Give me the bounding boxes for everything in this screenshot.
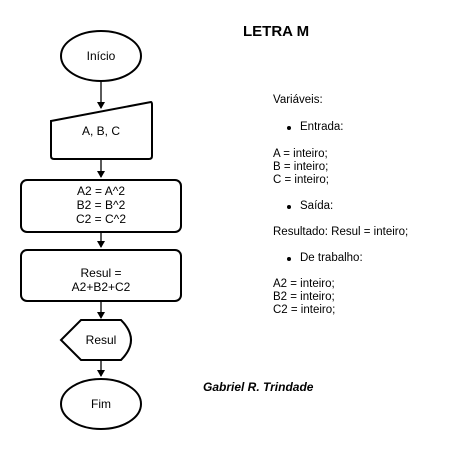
entrada-item: B = inteiro; bbox=[273, 161, 329, 173]
process-sum-line1: Resul = bbox=[80, 266, 121, 280]
end-label: Fim bbox=[91, 397, 111, 411]
process-squares-box bbox=[20, 179, 182, 233]
start-terminator bbox=[60, 30, 142, 82]
process-line-a2: A2 = A^2 bbox=[77, 184, 125, 198]
entrada-item: C = inteiro; bbox=[273, 174, 329, 186]
trabalho-item: A2 = inteiro; bbox=[273, 278, 335, 290]
input-label: A, B, C bbox=[82, 124, 120, 138]
start-label: Início bbox=[87, 49, 116, 63]
entrada-item: A = inteiro; bbox=[273, 148, 328, 160]
end-terminator bbox=[60, 378, 142, 430]
trabalho-bullet: De trabalho: bbox=[273, 252, 408, 265]
process-line-b2: B2 = B^2 bbox=[77, 198, 126, 212]
entrada-bullet: Entrada: bbox=[273, 121, 408, 134]
output-label: Resul bbox=[86, 333, 117, 347]
page-title: LETRA M bbox=[243, 23, 310, 40]
variables-notes: Variáveis: Entrada: A = inteiro; B = int… bbox=[273, 94, 408, 317]
saida-bullet: Saída: bbox=[273, 200, 408, 213]
process-sum-box bbox=[20, 249, 182, 302]
saida-item: Resultado: Resul = inteiro; bbox=[273, 226, 409, 238]
process-sum-line2: A2+B2+C2 bbox=[72, 280, 131, 294]
variables-heading: Variáveis: bbox=[273, 94, 323, 106]
output-display-shape bbox=[59, 319, 132, 361]
process-line-c2: C2 = C^2 bbox=[76, 212, 126, 226]
input-shape bbox=[50, 100, 153, 160]
author-name: Gabriel R. Trindade bbox=[203, 380, 314, 394]
trabalho-item: B2 = inteiro; bbox=[273, 291, 335, 303]
trabalho-item: C2 = inteiro; bbox=[273, 304, 336, 316]
